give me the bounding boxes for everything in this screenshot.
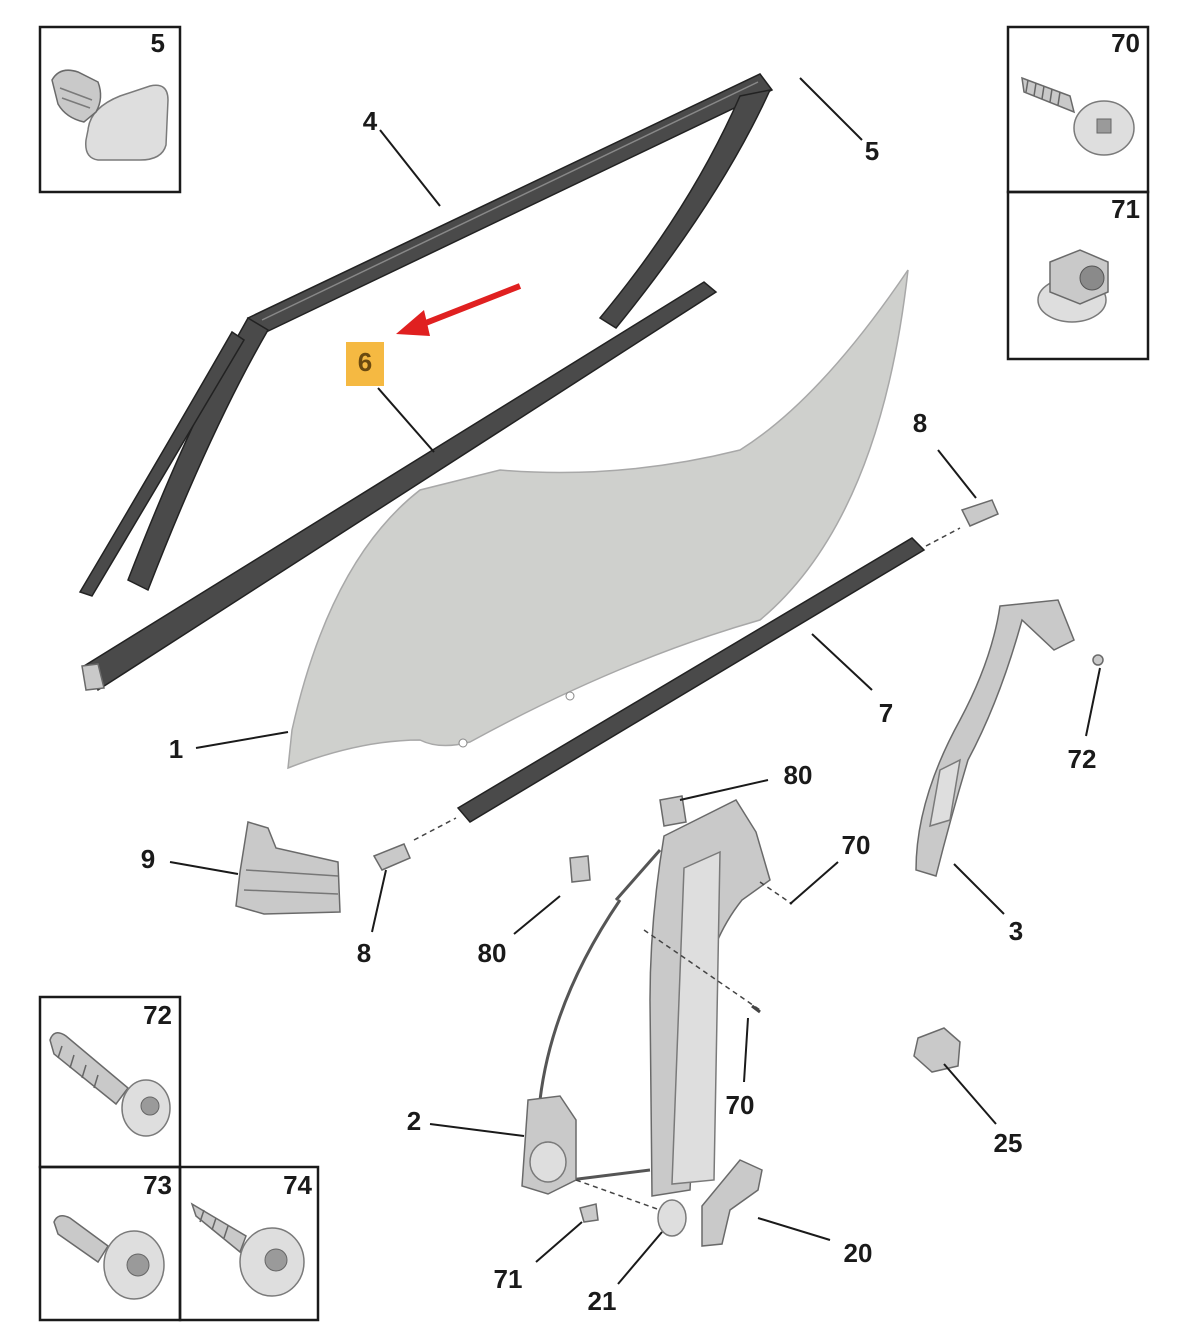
- callout-21: 21: [588, 1286, 617, 1316]
- bolt-72-icon: [49, 1032, 171, 1137]
- nut-71-icon: [1037, 249, 1109, 323]
- callout-1: 1: [169, 734, 183, 764]
- callout-70-upper: 70: [842, 830, 871, 860]
- callout-3: 3: [1009, 916, 1023, 946]
- callout-72: 72: [1068, 744, 1097, 774]
- inner-belt-strip: [413, 527, 961, 841]
- callout-25: 25: [994, 1128, 1023, 1158]
- inset-box-5: 5: [38, 25, 182, 194]
- bolt-73-icon: [53, 1215, 165, 1300]
- highlight-box-6: [346, 342, 384, 386]
- inset-label-73: 73: [143, 1170, 172, 1200]
- inset-label-71: 71: [1111, 194, 1140, 224]
- screw-74-icon: [190, 1202, 305, 1297]
- callout-71: 71: [494, 1264, 523, 1294]
- window-regulator-icon: [521, 795, 793, 1223]
- door-frame-seal: [78, 73, 774, 597]
- callout-4: 4: [363, 106, 378, 136]
- inset-label-70: 70: [1111, 28, 1140, 58]
- inset-box-70-71: 70 71: [1006, 25, 1150, 361]
- callout-20: 20: [844, 1238, 873, 1268]
- callout-8-lower: 8: [357, 938, 371, 968]
- clip-part-icon: [51, 69, 169, 161]
- clip-25-icon: [913, 1027, 961, 1073]
- leader-lines: [169, 77, 1101, 1285]
- inset-label-5: 5: [151, 28, 165, 58]
- clip-8-upper-icon: [960, 499, 999, 527]
- callout-8-upper: 8: [913, 408, 927, 438]
- inset-label-74: 74: [283, 1170, 312, 1200]
- door-window-glass: [287, 269, 909, 770]
- callout-2: 2: [407, 1106, 421, 1136]
- bracket-9-icon: [235, 821, 341, 915]
- clip-8-lower-icon: [372, 843, 411, 871]
- callout-80-upper: 80: [784, 760, 813, 790]
- callout-6: 6: [358, 347, 372, 377]
- callout-labels: 4 5 6 8 7 72 1 80 70 9 3 8 80 70 2 25 20…: [141, 106, 1097, 1316]
- screw-70-icon: [1021, 76, 1135, 156]
- inset-label-72: 72: [143, 1000, 172, 1030]
- callout-7: 7: [879, 698, 893, 728]
- inset-box-72-73-74: 72 73 74: [38, 995, 320, 1322]
- outer-belt-strip: [81, 281, 718, 692]
- callout-70-lower: 70: [726, 1090, 755, 1120]
- callout-9: 9: [141, 844, 155, 874]
- guide-rail-3-icon: [915, 599, 1104, 877]
- callout-80-lower: 80: [478, 938, 507, 968]
- callout-5: 5: [865, 136, 879, 166]
- crank-handle-icon: [701, 1159, 763, 1247]
- washer-21-icon: [657, 1199, 687, 1237]
- red-arrow-icon: [396, 283, 522, 336]
